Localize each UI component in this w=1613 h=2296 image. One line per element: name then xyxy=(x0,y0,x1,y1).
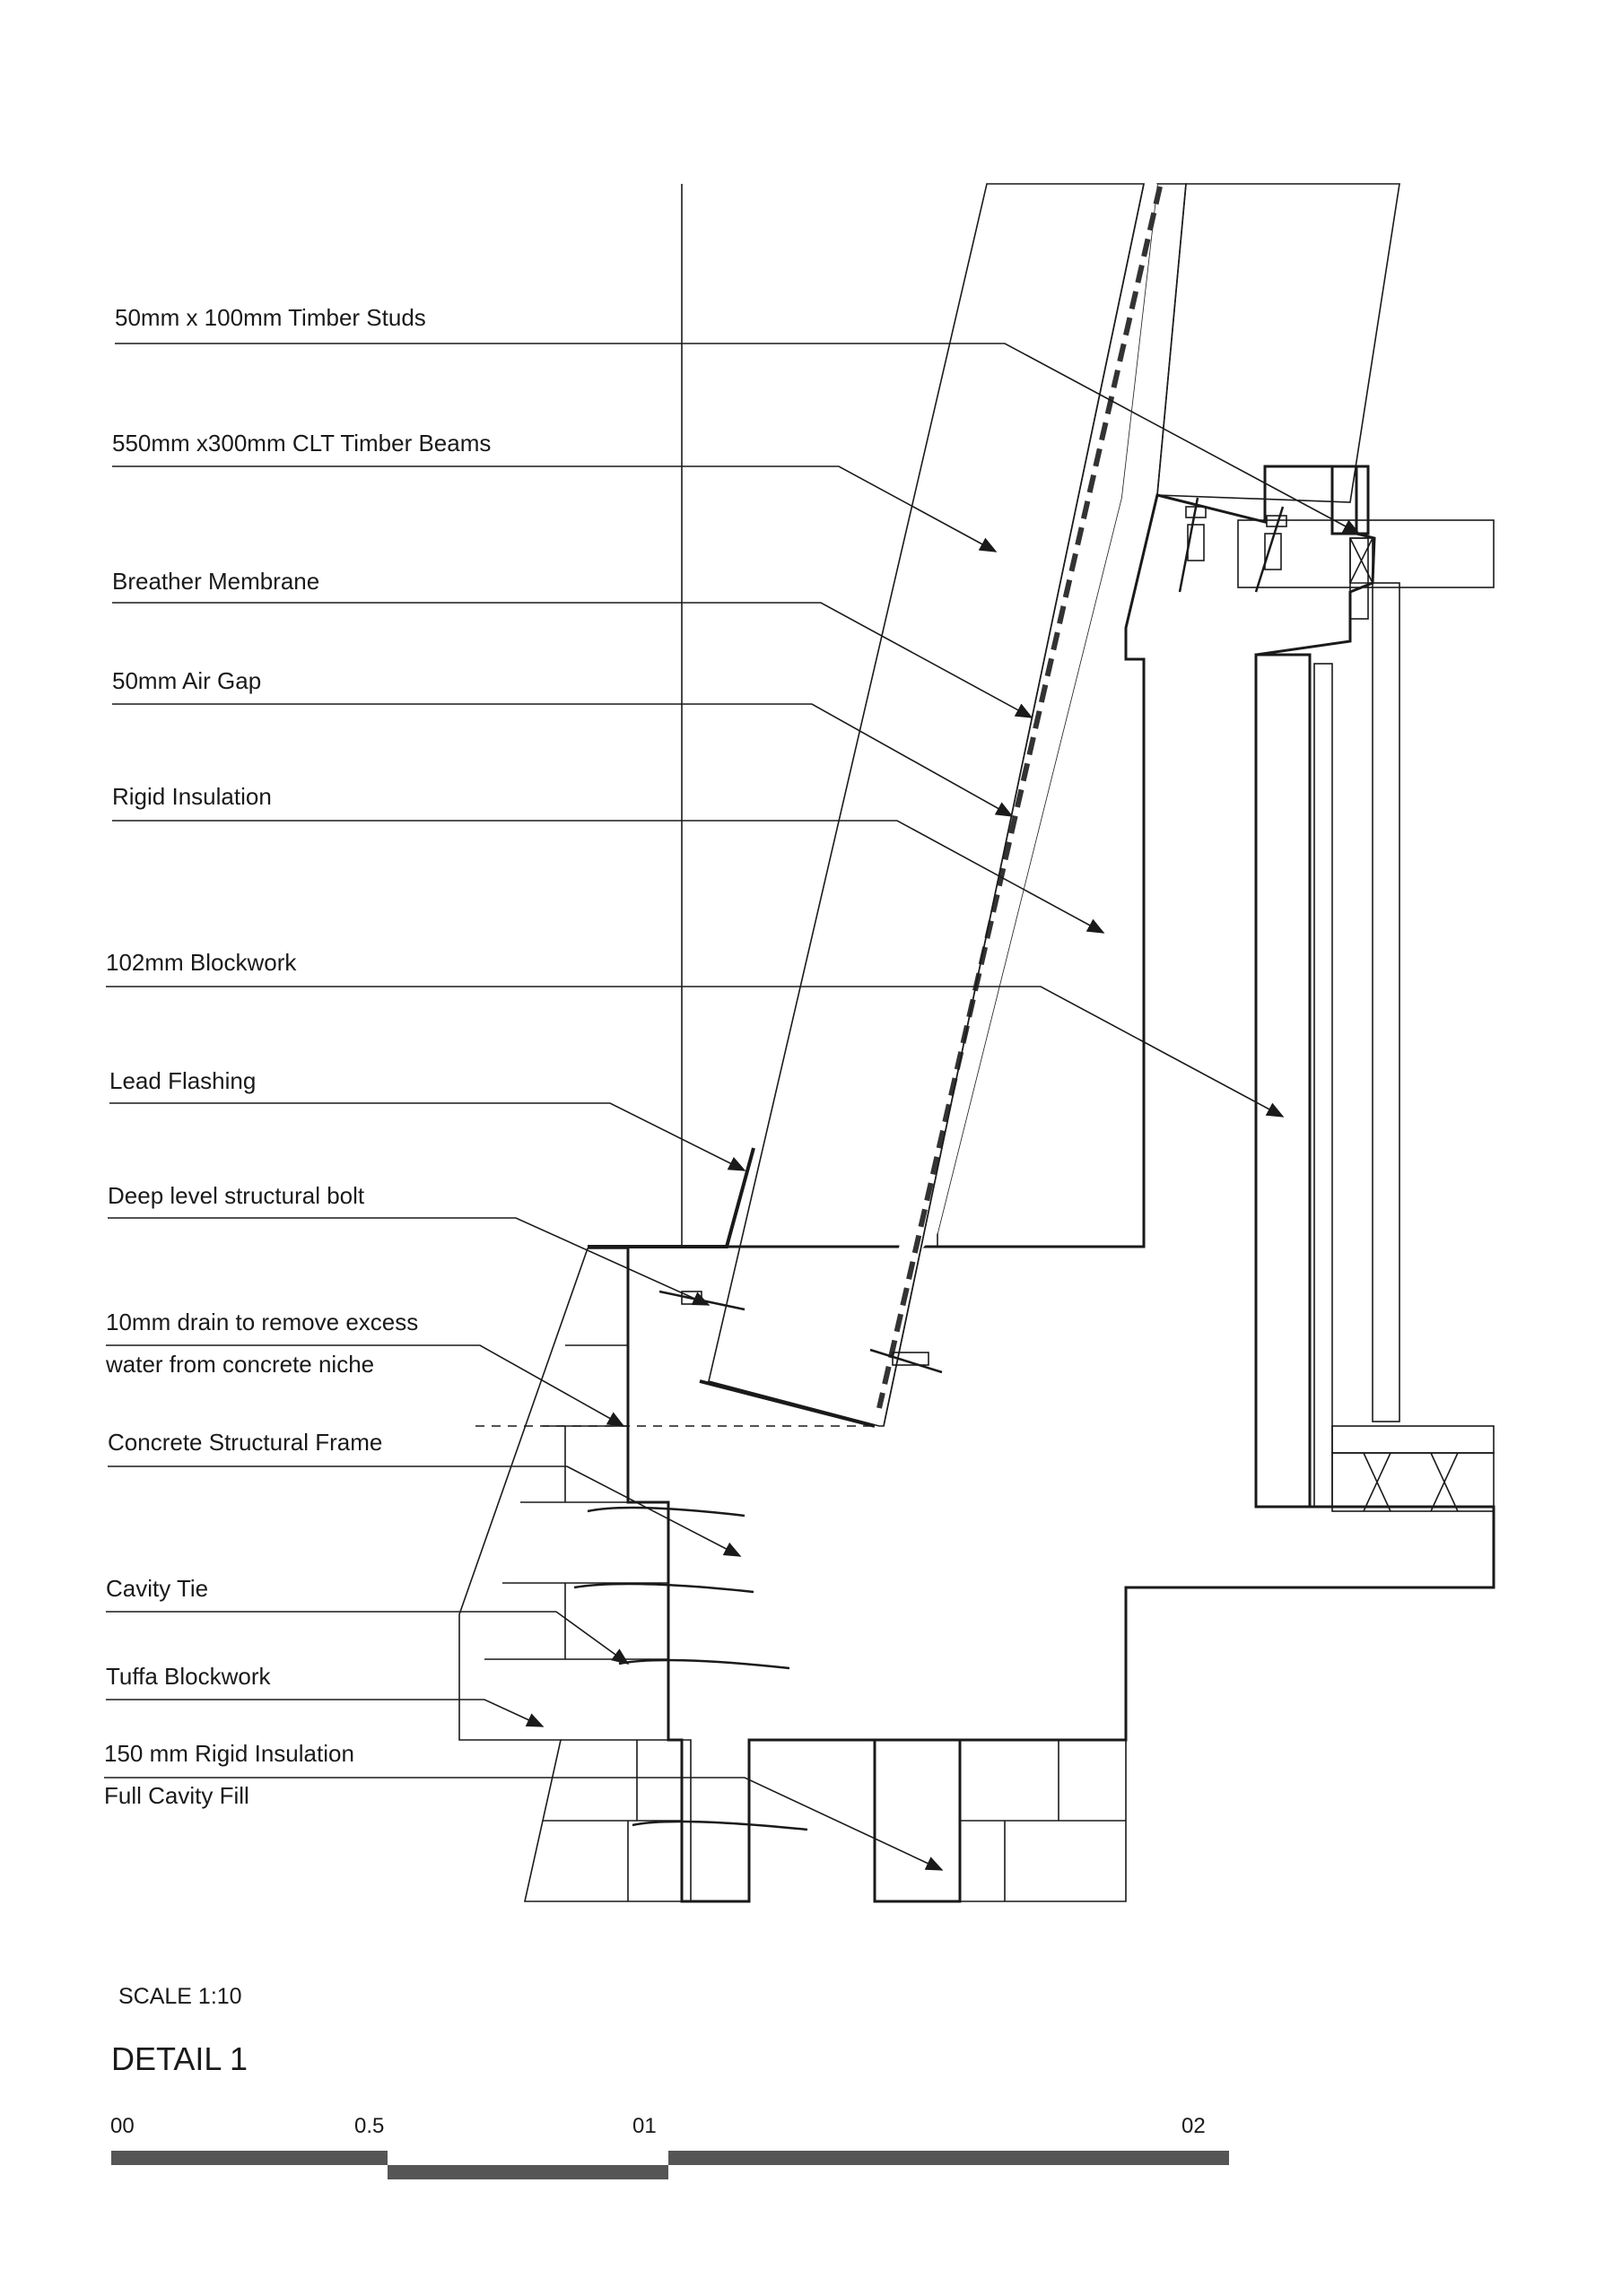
label-clt-beams: 550mm x300mm CLT Timber Beams xyxy=(112,430,491,457)
structural-bolts-top xyxy=(1178,497,1287,593)
tuffa-blockwork xyxy=(458,1248,692,1902)
air-gap xyxy=(897,184,1157,1256)
scale-tick-01: 01 xyxy=(632,2114,657,2138)
clt-timber-beam xyxy=(708,183,1145,1427)
structural-bolts-low xyxy=(658,1290,943,1374)
label-tuffa-blockwork: Tuffa Blockwork xyxy=(106,1663,272,1690)
breather-membrane xyxy=(876,186,1163,1409)
label-air-gap: 50mm Air Gap xyxy=(112,667,261,694)
rigid-insulation xyxy=(937,183,1187,1248)
lead-flashing xyxy=(588,1147,876,1428)
scale-tick-02: 02 xyxy=(1181,2114,1206,2138)
label-structural-bolt: Deep level structural bolt xyxy=(108,1182,365,1209)
label-cavity-insulation-line1: 150 mm Rigid Insulation xyxy=(104,1740,354,1767)
callout-blockwork-102: 102mm Blockwork xyxy=(106,949,1285,1118)
scale-tick-00: 00 xyxy=(110,2114,135,2138)
label-concrete-frame: Concrete Structural Frame xyxy=(108,1429,382,1456)
interior-stud-wall xyxy=(1237,519,1495,1512)
scale-tick-05: 0.5 xyxy=(354,2114,384,2138)
callout-concrete-frame: Concrete Structural Frame xyxy=(108,1429,742,1557)
blockwork-102mm xyxy=(1254,653,1312,1509)
callout-breather-membrane: Breather Membrane xyxy=(112,568,1033,718)
label-cavity-insulation-line2: Full Cavity Fill xyxy=(104,1782,249,1809)
label-breather-membrane: Breather Membrane xyxy=(112,568,319,595)
callout-drain: 10mm drain to remove excess water from c… xyxy=(105,1309,625,1427)
timber-stud-block xyxy=(1330,465,1373,584)
callout-tuffa-blockwork: Tuffa Blockwork xyxy=(106,1663,545,1727)
tuffa-courses xyxy=(484,1344,1126,1901)
callout-structural-bolt: Deep level structural bolt xyxy=(108,1182,711,1306)
clt-timber-beam-upper xyxy=(1156,183,1400,503)
callout-rigid-insulation: Rigid Insulation xyxy=(112,783,1105,934)
callout-timber-studs: 50mm x 100mm Timber Studs xyxy=(115,304,1361,535)
label-drain-line2: water from concrete niche xyxy=(105,1351,374,1378)
label-timber-studs: 50mm x 100mm Timber Studs xyxy=(115,304,426,331)
cavity-insulation xyxy=(873,1738,962,1903)
scale-bar: 00 0.5 01 02 xyxy=(110,2114,1229,2179)
callout-cavity-tie: Cavity Tie xyxy=(106,1575,630,1665)
callout-clt-beams: 550mm x300mm CLT Timber Beams xyxy=(112,430,998,552)
label-lead-flashing: Lead Flashing xyxy=(109,1067,256,1094)
callout-air-gap: 50mm Air Gap xyxy=(112,667,1014,817)
label-cavity-tie: Cavity Tie xyxy=(106,1575,208,1602)
scale-bar-segment xyxy=(111,2151,388,2165)
callout-lead-flashing: Lead Flashing xyxy=(109,1067,746,1171)
detail-title: DETAIL 1 xyxy=(111,2040,248,2077)
label-rigid-insulation: Rigid Insulation xyxy=(112,783,272,810)
scale-bar-segment xyxy=(668,2151,1229,2165)
label-blockwork-102: 102mm Blockwork xyxy=(106,949,297,976)
scale-label: SCALE 1:10 xyxy=(118,1984,242,2009)
callout-cavity-insulation: 150 mm Rigid Insulation Full Cavity Fill xyxy=(104,1740,944,1871)
label-drain-line1: 10mm drain to remove excess xyxy=(106,1309,418,1335)
scale-bar-segment xyxy=(388,2165,668,2179)
